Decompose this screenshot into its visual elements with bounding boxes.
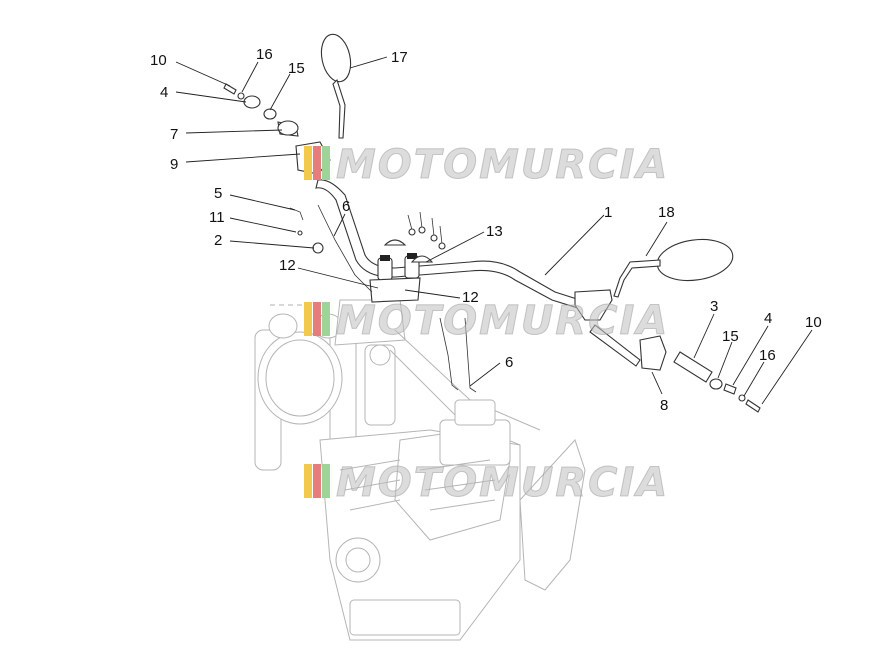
callout-6-lower: 6 [505,354,513,371]
callout-5: 5 [214,185,222,202]
watermark-text-1: MOTOMURCIA [336,142,669,188]
watermark-text-3: MOTOMURCIA [336,460,669,506]
callout-15-left: 15 [288,60,305,77]
motorcycle-ghost-illustration [254,299,586,641]
callout-17: 17 [391,49,408,66]
handlebar [315,179,581,309]
callout-7: 7 [170,126,178,143]
watermark: MOTOMURCIA MOTOMURCIA MOTOMURCIA [304,142,669,507]
callout-9: 9 [170,156,178,173]
callout-3: 3 [710,298,718,315]
callout-2: 2 [214,232,222,249]
callout-15-right: 15 [722,328,739,345]
watermark-logo-1: MOTOMURCIA [304,142,669,189]
callout-16-right: 16 [759,347,776,364]
callout-11: 11 [209,209,225,226]
watermark-logo-3: MOTOMURCIA [304,460,669,507]
callout-4-left: 4 [160,84,168,101]
callout-1: 1 [604,204,612,221]
callout-18: 18 [658,204,675,221]
callout-10-right: 10 [805,314,822,331]
callout-6-upper: 6 [342,198,350,215]
callout-12-right: 12 [462,289,479,306]
callout-8: 8 [660,397,668,414]
leader-lines [175,56,813,405]
callout-16-left: 16 [256,46,273,63]
watermark-text-2: MOTOMURCIA [336,298,669,344]
callout-13: 13 [486,223,503,240]
callout-12-left: 12 [279,257,296,274]
callout-4-right: 4 [764,310,772,327]
watermark-logo-2: MOTOMURCIA [304,298,669,345]
callout-10-left: 10 [150,52,167,69]
parts-illustration [223,33,761,413]
callout-labels: 10 16 15 4 7 9 17 5 11 2 6 12 12 13 1 18… [150,46,822,414]
